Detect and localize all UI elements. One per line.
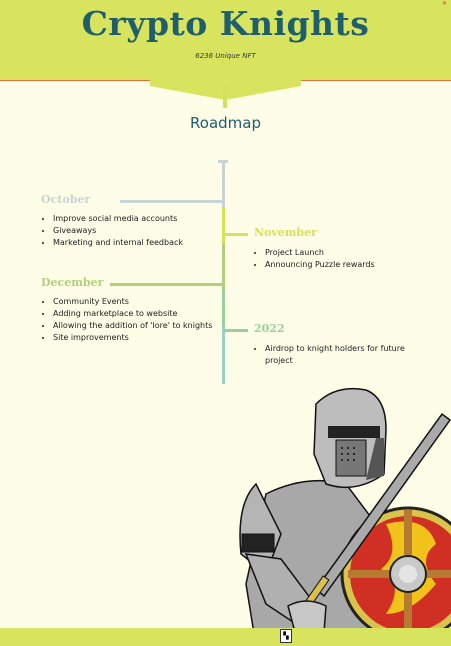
header: Crypto Knights 6236 Unique NFT ✕: [0, 0, 451, 81]
list-item: Community Events: [53, 296, 212, 308]
roadmap-heading: Roadmap: [190, 114, 261, 132]
knight-illustration: [239, 387, 451, 646]
timeline-branch-october: [120, 200, 224, 203]
timeline-segment: [222, 326, 225, 384]
list-item: Improve social media accounts: [53, 213, 183, 225]
list-item: Giveaways: [53, 225, 183, 237]
phase-label-december: December: [41, 276, 104, 289]
header-tab-shape: [150, 80, 301, 108]
timeline-segment: [222, 290, 225, 326]
list-item: Adding marketplace to website: [53, 308, 212, 320]
timeline-segment: [222, 244, 225, 290]
phase-list-october: Improve social media accounts Giveaways …: [41, 213, 183, 249]
phase-label-october: October: [41, 193, 91, 206]
phase-label-november: November: [254, 226, 317, 239]
list-item: Allowing the addition of 'lore' to knigh…: [53, 320, 212, 332]
timeline-branch-2022: [224, 329, 248, 332]
footer-bar: [0, 628, 451, 646]
timeline-segment: [222, 208, 225, 244]
list-item: Announcing Puzzle rewards: [265, 259, 375, 271]
phase-list-december: Community Events Adding marketplace to w…: [41, 296, 212, 344]
timeline-segment: [218, 160, 228, 163]
phase-list-2022: Airdrop to knight holders for future pro…: [253, 343, 415, 367]
list-item: Site improvements: [53, 332, 212, 344]
phase-label-2022: 2022: [254, 322, 285, 335]
timeline-branch-november: [224, 233, 248, 236]
page-icon[interactable]: ▚: [280, 629, 292, 643]
timeline-segment: [222, 162, 225, 208]
list-item: Marketing and internal feedback: [53, 237, 183, 249]
timeline-branch-december: [110, 283, 224, 286]
page-subtitle: 6236 Unique NFT: [195, 52, 256, 60]
list-item: Project Launch: [265, 247, 375, 259]
close-icon[interactable]: ✕: [441, 0, 447, 7]
page-title: Crypto Knights: [81, 4, 370, 43]
phase-list-november: Project Launch Announcing Puzzle rewards: [253, 247, 375, 271]
list-item: Airdrop to knight holders for future pro…: [265, 343, 415, 367]
